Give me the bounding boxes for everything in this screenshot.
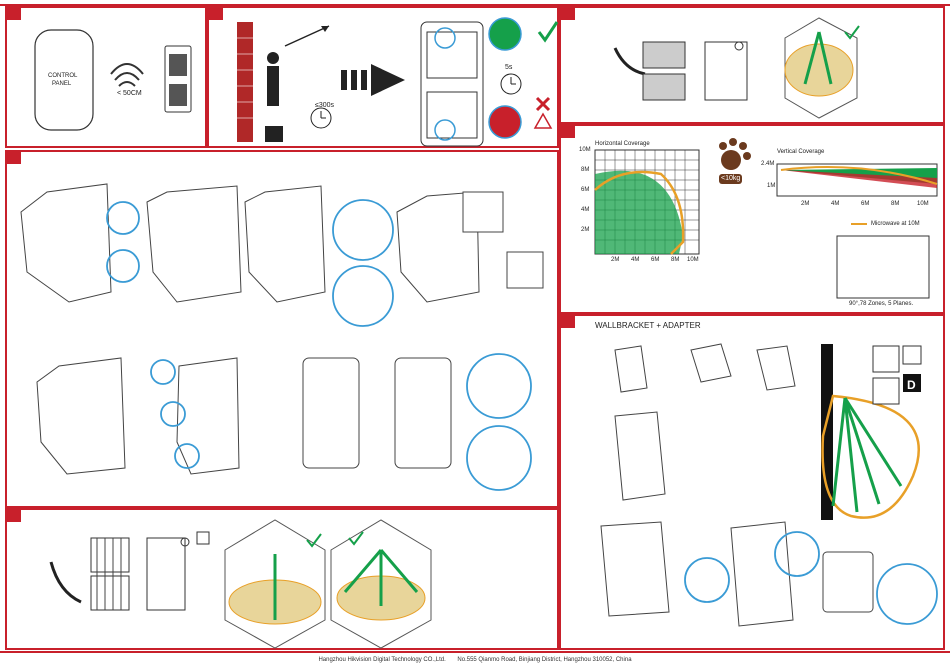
control-panel-illustration: [34, 29, 192, 131]
control-panel-label-1: CONTROL: [48, 73, 78, 79]
panel-lens: [559, 6, 945, 124]
vertical-coverage-title: Vertical Coverage: [777, 149, 825, 155]
footer-address: No.555 Qianmo Road, Binjiang District, H…: [457, 657, 632, 663]
v-x-tick: 8M: [891, 201, 900, 207]
installation-steps-illustration: [20, 183, 544, 491]
v-x-tick: 6M: [861, 201, 870, 207]
panel-wallbracket: WALLBRACKET + ADAPTER D: [559, 314, 945, 650]
v-y-tick: 1M: [767, 183, 776, 189]
horizontal-coverage-title: Horizontal Coverage: [595, 141, 650, 147]
panel-installation: [5, 150, 559, 508]
panel-coverage: Horizontal Coverage 10M 8M 6M 4M 2M 2M 4…: [559, 124, 945, 314]
top-rule: [0, 4, 950, 6]
wallbracket-illustration: [600, 343, 938, 627]
panel-tab: [559, 6, 575, 20]
wait-time-label: ≤300s: [315, 102, 335, 109]
zones-caption: 90°,78 Zones, 5 Planes.: [849, 301, 914, 307]
v-x-tick: 2M: [801, 201, 810, 207]
bottom-rule: [0, 651, 950, 653]
walk-test-illustration: [237, 17, 559, 147]
h-x-tick: 8M: [671, 257, 680, 263]
d-badge: D: [907, 378, 916, 392]
control-panel-label-2: PANEL: [52, 81, 72, 87]
panel-tab: [559, 314, 575, 328]
h-x-tick: 4M: [631, 257, 640, 263]
h-y-tick: 6M: [581, 187, 590, 193]
v-x-tick: 4M: [831, 201, 840, 207]
masking-illustration: [49, 519, 432, 649]
test-time-label: 5s: [505, 64, 513, 71]
h-x-tick: 2M: [611, 257, 620, 263]
footer: Hangzhou Hikvision Digital Technology CO…: [0, 657, 950, 663]
horizontal-coverage-chart: [594, 138, 938, 299]
wallbracket-title: WALLBRACKET + ADAPTER: [595, 321, 701, 330]
panel-tab: [5, 6, 21, 20]
h-x-tick: 6M: [651, 257, 660, 263]
h-y-tick: 2M: [581, 227, 590, 233]
panel-tab: [559, 124, 575, 138]
panel-tab: [207, 6, 223, 20]
v-y-tick: 2.4M: [761, 161, 775, 167]
panel-tab: [5, 150, 21, 164]
h-y-tick: 8M: [581, 167, 590, 173]
panel-step-2: ≤300s 5s: [207, 6, 559, 148]
distance-label: < 50CM: [117, 90, 142, 97]
panel-tab: [5, 508, 21, 522]
h-y-tick: 4M: [581, 207, 590, 213]
h-x-tick: 10M: [687, 257, 699, 263]
microwave-legend: Microwave at 10M: [871, 221, 920, 227]
footer-company: Hangzhou Hikvision Digital Technology CO…: [318, 657, 446, 663]
v-x-tick: 10M: [917, 201, 929, 207]
h-y-tick: 10M: [579, 147, 591, 153]
pet-weight-label: <10kg: [719, 174, 743, 184]
panel-step-1: CONTROL PANEL < 50CM: [5, 6, 207, 148]
lens-illustration: [613, 17, 860, 119]
panel-masking: [5, 508, 559, 650]
